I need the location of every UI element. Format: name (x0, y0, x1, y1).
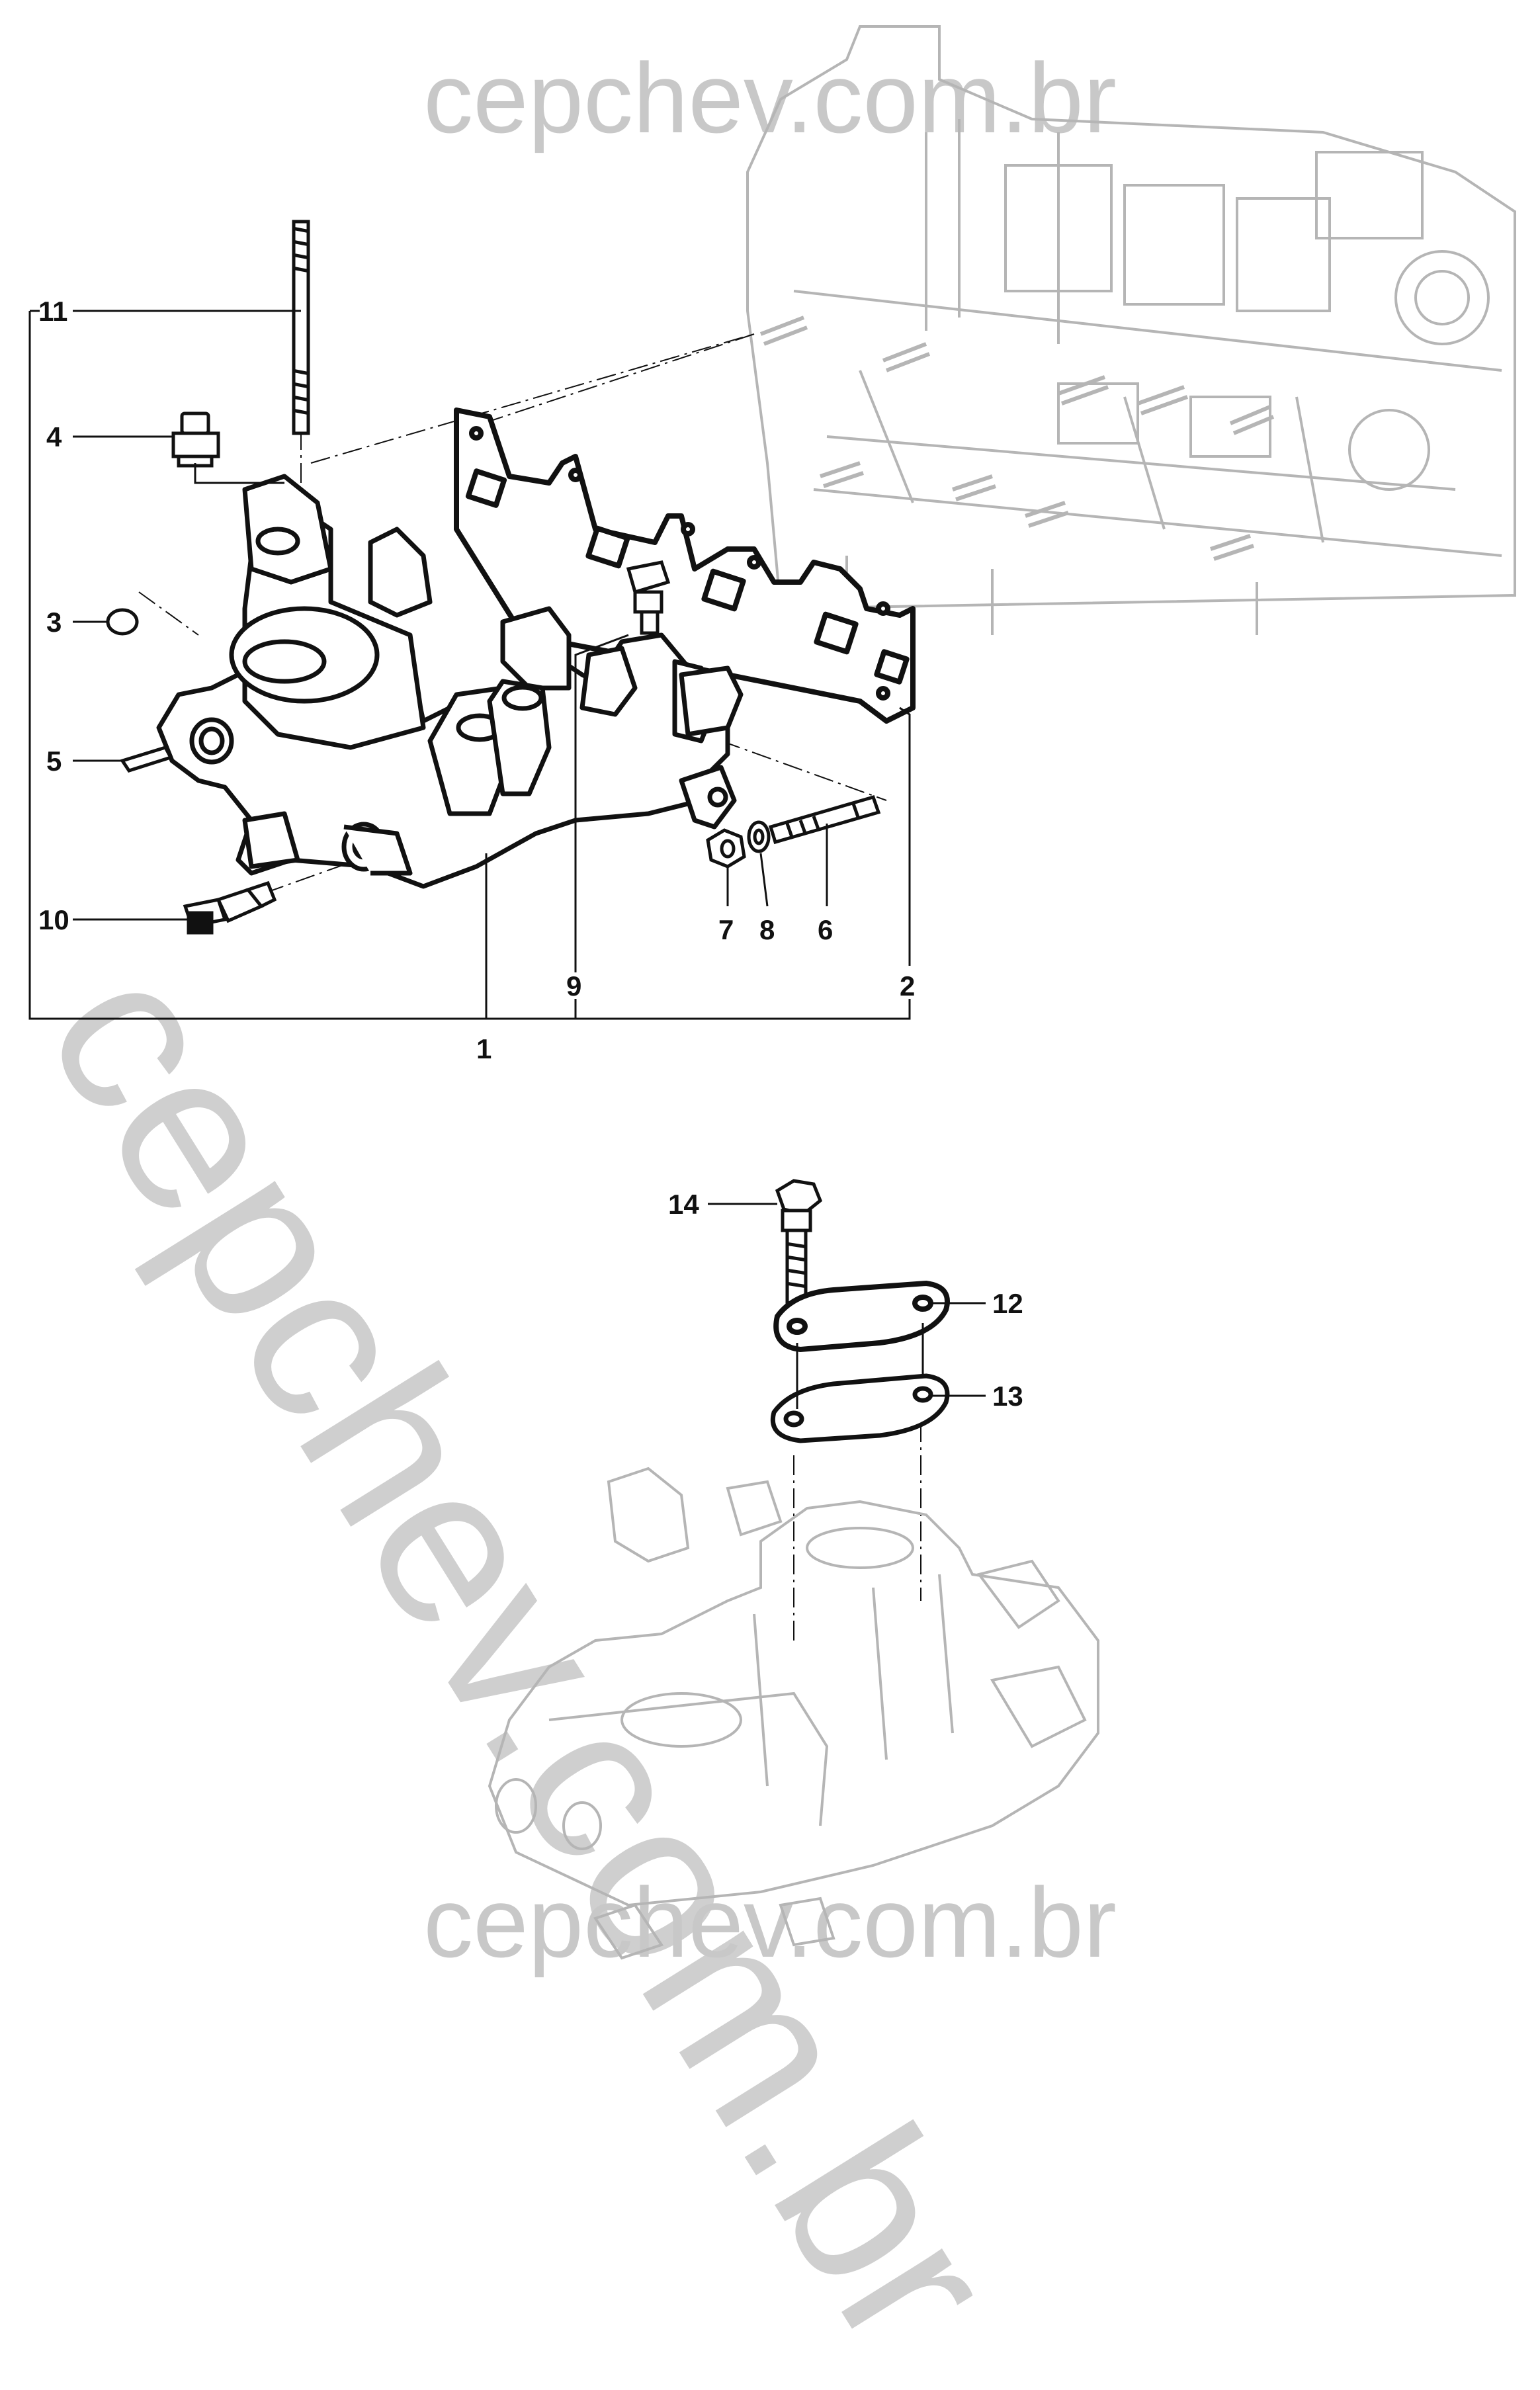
fitting-part-4 (171, 411, 220, 468)
watermark-top: cepchev.com.br (423, 42, 1117, 153)
callout-13: 13 (992, 1381, 1023, 1412)
washer-part-8 (747, 820, 771, 853)
callout-5: 5 (46, 746, 62, 777)
nut-part-7 (706, 828, 746, 869)
block-studs (759, 316, 1275, 561)
intake-manifold (156, 474, 744, 889)
callout-12: 12 (992, 1288, 1023, 1319)
callout-labels: 11 4 3 5 10 7 8 6 9 2 1 14 12 13 (38, 296, 1023, 1412)
stud-part-6 (768, 794, 881, 845)
callout-7: 7 (718, 914, 734, 945)
callout-14: 14 (668, 1189, 699, 1220)
sensor-part-10 (183, 880, 277, 935)
callout-11: 11 (38, 296, 67, 327)
callout-10: 10 (38, 904, 69, 935)
long-stud (292, 220, 310, 435)
callout-8: 8 (759, 914, 775, 945)
cover-plate-part-12 (773, 1280, 950, 1353)
watermark-bottom: cepchev.com.br (423, 1867, 1117, 1978)
plate-gasket-part-13 (771, 1373, 950, 1443)
lower-callout-lines (708, 1203, 986, 1409)
callout-2: 2 (900, 970, 915, 1002)
manifold-ghost (488, 1467, 1099, 1960)
callout-1: 1 (476, 1033, 492, 1064)
callout-9: 9 (566, 970, 581, 1002)
fitting-part-9 (626, 560, 671, 635)
plug-part-3 (106, 608, 139, 636)
engine-block-ghost (746, 25, 1516, 635)
exploded-parts-diagram: 11 4 3 5 10 7 8 6 9 2 1 14 12 13 (28, 25, 1516, 1960)
bolt-part-14 (775, 1179, 823, 1305)
callout-6: 6 (818, 914, 833, 945)
callout-lines (28, 310, 911, 1020)
callout-4: 4 (46, 421, 62, 452)
pin-part-5 (120, 746, 173, 773)
callout-3: 3 (46, 607, 62, 638)
